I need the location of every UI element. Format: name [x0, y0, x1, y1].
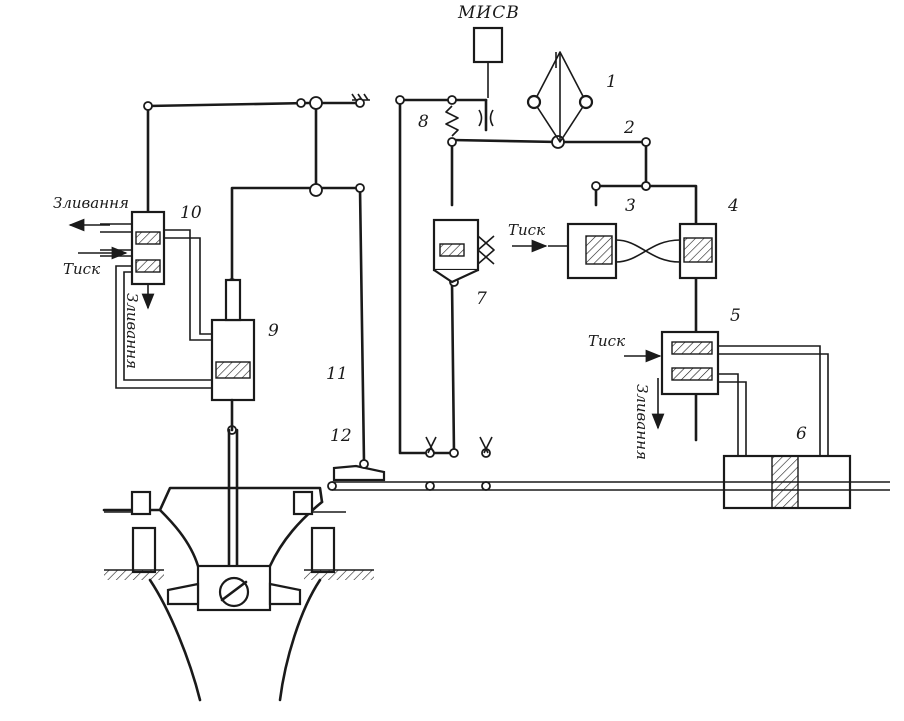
flow-drain-left-vertical: Зливання: [123, 293, 141, 369]
shaft-rod: [327, 481, 890, 491]
flow-drain-right-vertical: Зливання: [633, 384, 651, 460]
flow-pressure-middle: Тиск: [508, 221, 546, 239]
label-3: 3: [625, 196, 636, 216]
label-6: 6: [796, 424, 807, 444]
feedback-cam-12: [332, 459, 386, 482]
flow-drain-top-left: Зливання: [53, 194, 129, 212]
label-5: 5: [730, 306, 741, 326]
label-12: 12: [330, 426, 352, 446]
label-11: 11: [326, 364, 348, 384]
distributor-5: [624, 330, 829, 470]
label-8: 8: [418, 112, 429, 132]
turbine-casing: [102, 486, 374, 702]
label-1: 1: [606, 72, 617, 92]
centrifugal-governor-1: [526, 51, 594, 143]
label-mysv: МИСВ: [458, 3, 520, 23]
label-10: 10: [180, 203, 202, 223]
ground-pivot-symbol: [351, 93, 370, 108]
amplifier-3: [512, 222, 681, 280]
relay-7: [432, 218, 495, 284]
label-2: 2: [624, 118, 635, 138]
label-4: 4: [728, 196, 739, 216]
mysv-box: [472, 26, 504, 98]
servomotor-9: [210, 278, 256, 567]
flow-pressure-right: Тиск: [588, 332, 626, 350]
label-9: 9: [268, 321, 279, 341]
distributor-10: [68, 210, 212, 389]
right-linkage: [591, 181, 698, 442]
distributor-4: [678, 222, 718, 280]
flow-pressure-left: Тиск: [63, 260, 101, 278]
left-linkage: [143, 96, 366, 464]
label-7: 7: [476, 289, 487, 309]
